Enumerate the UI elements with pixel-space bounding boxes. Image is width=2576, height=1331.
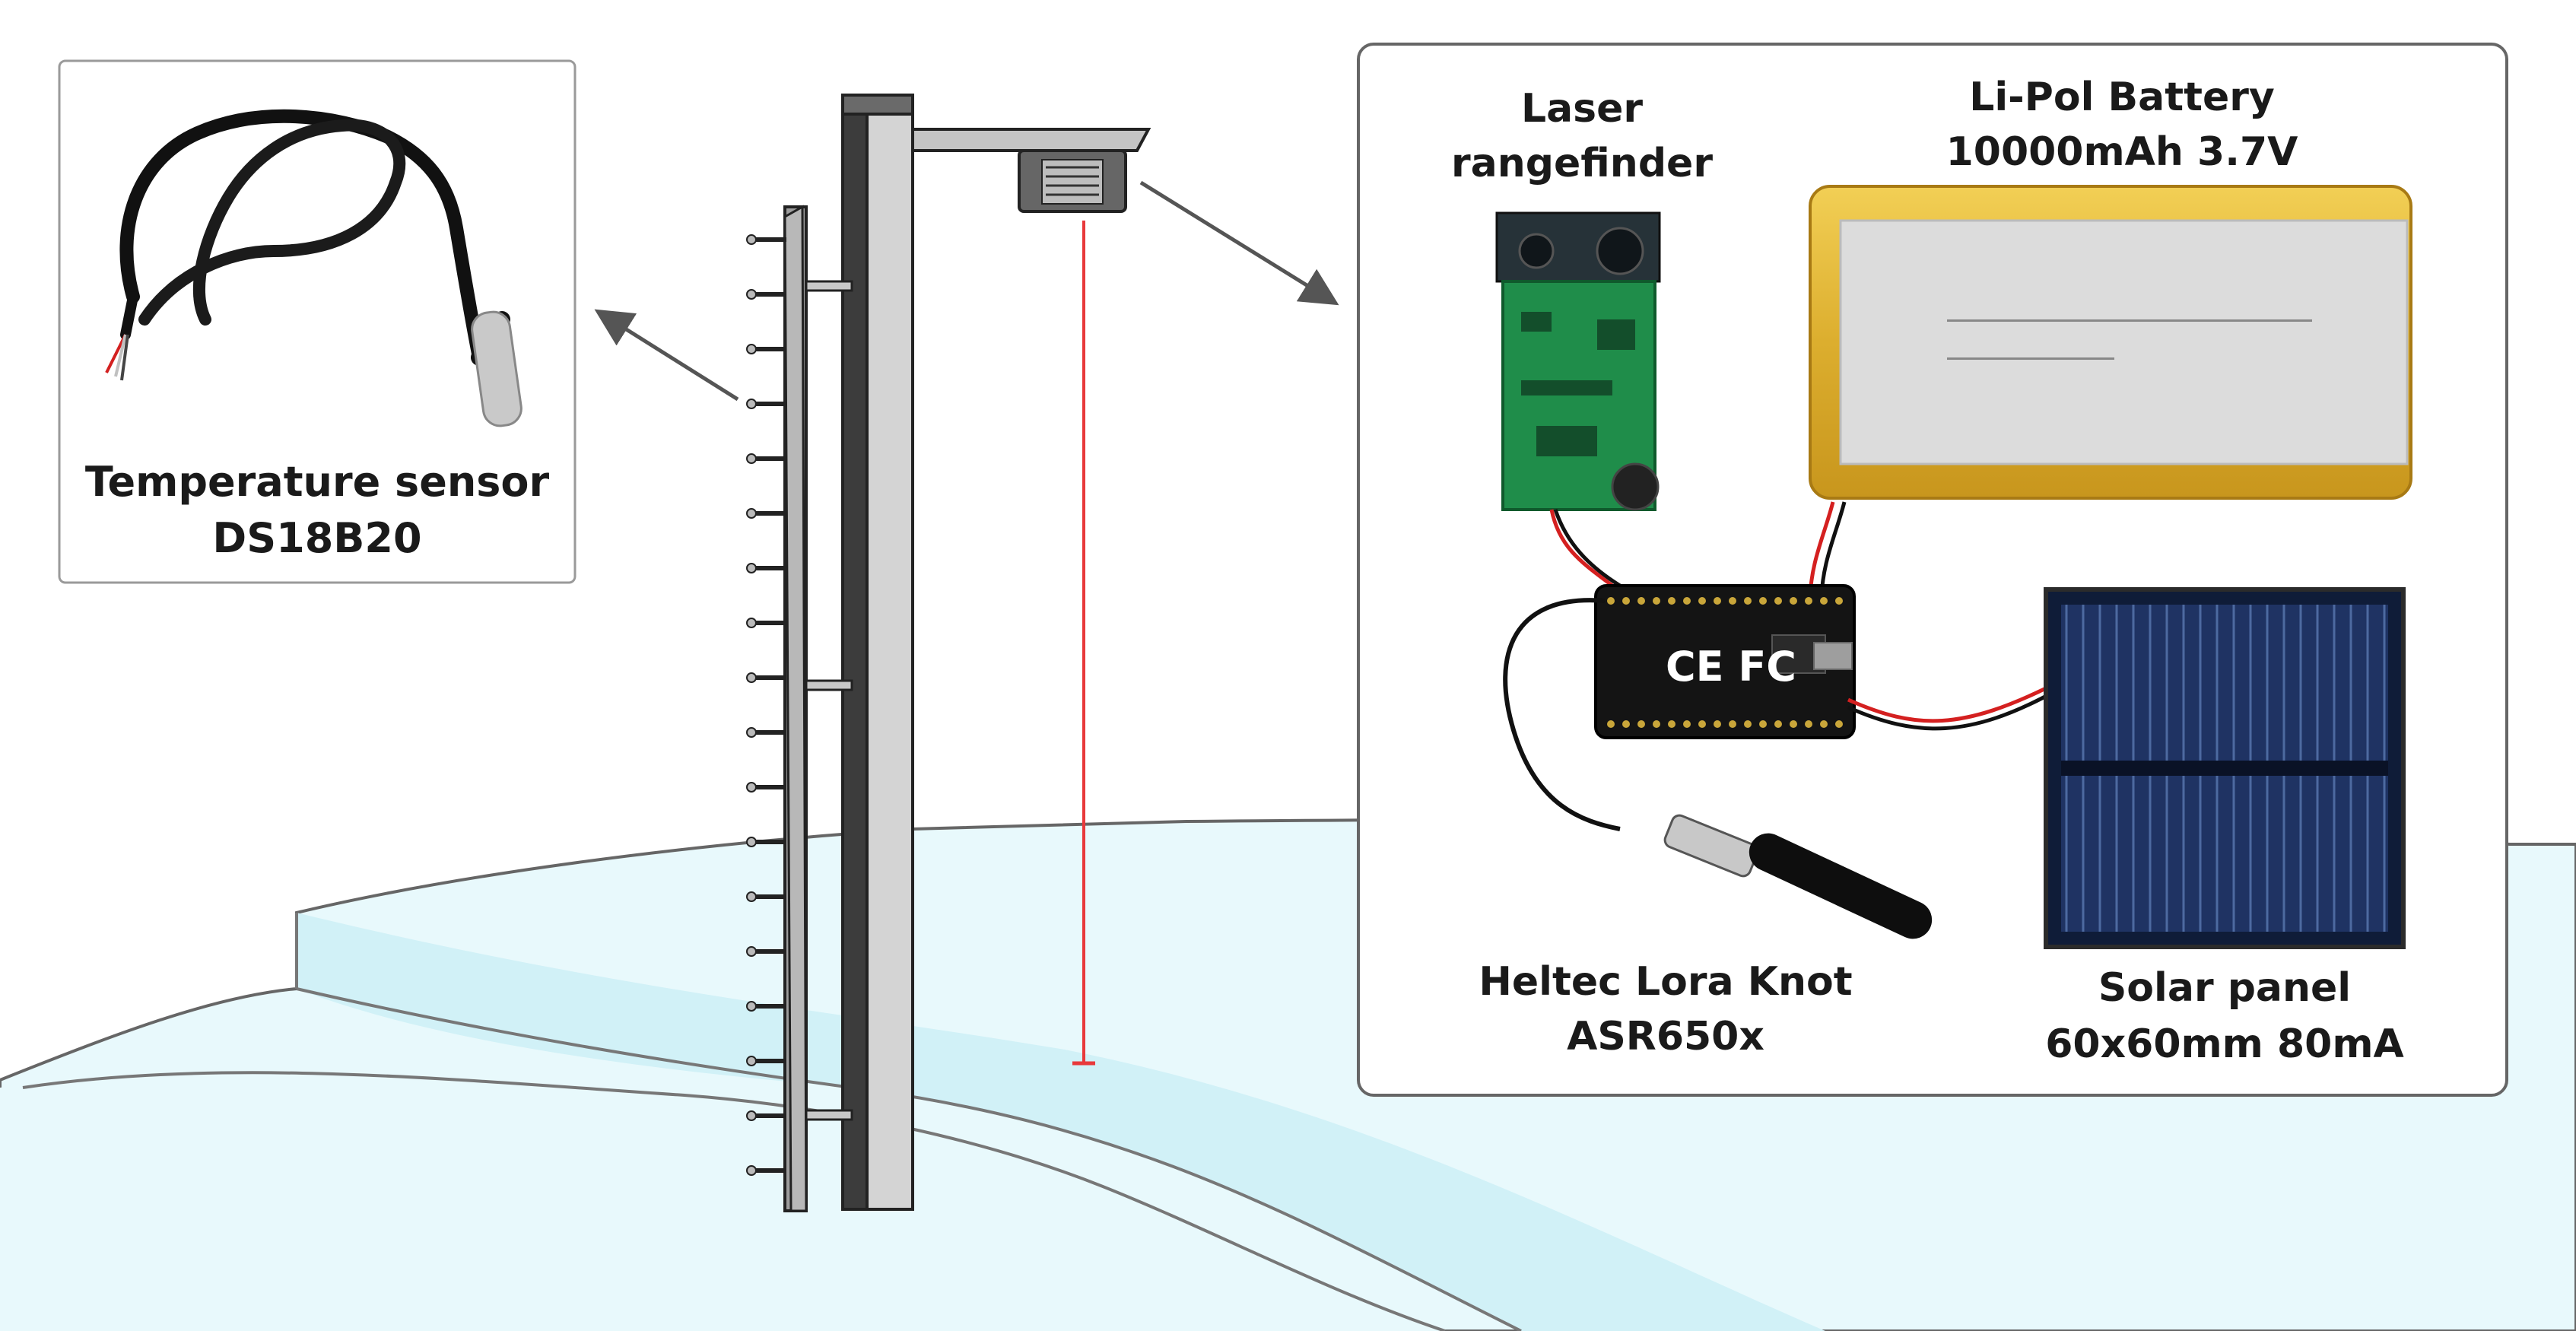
board-pin bbox=[1714, 720, 1721, 728]
board-pin bbox=[1759, 597, 1767, 605]
sensor-peg-cap bbox=[746, 727, 757, 738]
board-pin bbox=[1653, 597, 1660, 605]
board-pin bbox=[1653, 720, 1660, 728]
measurement-pole bbox=[746, 94, 1151, 1212]
arrow-to-temperature-sensor bbox=[594, 309, 739, 402]
sensor-peg-cap bbox=[746, 508, 757, 519]
board-label-line1: Heltec Lora Knot bbox=[1479, 959, 1852, 1005]
board-pin bbox=[1790, 597, 1797, 605]
temperature-sensor-panel: Temperature sensor DS18B20 bbox=[58, 59, 577, 584]
arrow-to-electronics bbox=[1139, 180, 1339, 306]
board-pin bbox=[1637, 720, 1645, 728]
board-pin bbox=[1835, 720, 1843, 728]
board-pin bbox=[1805, 720, 1812, 728]
sensor-peg-cap bbox=[746, 399, 757, 409]
board-pin bbox=[1774, 720, 1782, 728]
board-pin bbox=[1698, 720, 1706, 728]
board-silkscreen: CE FC bbox=[1666, 643, 1796, 691]
sensor-peg-cap bbox=[746, 1056, 757, 1066]
board-pin bbox=[1622, 720, 1630, 728]
temperature-sensor-model: DS18B20 bbox=[212, 514, 421, 562]
board-pin bbox=[1744, 597, 1752, 605]
temperature-probe-image bbox=[105, 109, 523, 427]
sensor-peg-cap bbox=[746, 453, 757, 464]
pole-brackets bbox=[805, 280, 853, 1121]
sensor-peg-cap bbox=[746, 618, 757, 628]
laser-rangefinder-module bbox=[1495, 211, 1661, 588]
board-pin bbox=[1835, 597, 1843, 605]
board-pin bbox=[1820, 720, 1828, 728]
board-pin bbox=[1607, 597, 1615, 605]
battery-label-line1: Li-Pol Battery bbox=[1969, 75, 2275, 120]
sensor-peg-cap bbox=[746, 1110, 757, 1121]
sensor-peg-cap bbox=[746, 837, 757, 847]
li-pol-battery bbox=[1808, 185, 2412, 602]
board-pin bbox=[1683, 720, 1691, 728]
board-pin bbox=[1790, 720, 1797, 728]
sensor-peg-cap bbox=[746, 344, 757, 354]
sensor-peg-cap bbox=[746, 1165, 757, 1176]
board-pin bbox=[1637, 597, 1645, 605]
solar-label-line1: Solar panel bbox=[2098, 965, 2351, 1011]
board-pin bbox=[1759, 720, 1767, 728]
heltec-lora-board: CE FC bbox=[1503, 584, 2055, 939]
board-pin bbox=[1668, 597, 1676, 605]
board-pin bbox=[1744, 720, 1752, 728]
electronics-panel: Laser rangefinder Li-Pol Battery 10000mA… bbox=[1357, 43, 2508, 1097]
solar-label-line2: 60x60mm 80mA bbox=[2045, 1021, 2404, 1067]
sensor-peg-cap bbox=[746, 1001, 757, 1012]
rangefinder-label-line2: rangefinder bbox=[1451, 141, 1713, 186]
temperature-sensor-pegs bbox=[746, 234, 786, 1176]
sensor-peg-cap bbox=[746, 234, 757, 245]
board-pin bbox=[1774, 597, 1782, 605]
sensor-peg-cap bbox=[746, 672, 757, 683]
board-pin bbox=[1729, 597, 1736, 605]
board-pin bbox=[1683, 597, 1691, 605]
temperature-sensor-label: Temperature sensor bbox=[85, 458, 550, 506]
board-pin bbox=[1607, 720, 1615, 728]
board-pin bbox=[1698, 597, 1706, 605]
board-pin bbox=[1729, 720, 1736, 728]
board-pin bbox=[1820, 597, 1828, 605]
battery-label-line2: 10000mAh 3.7V bbox=[1946, 129, 2298, 175]
sensor-peg-cap bbox=[746, 946, 757, 957]
board-pin bbox=[1668, 720, 1676, 728]
sensor-peg-cap bbox=[746, 289, 757, 300]
board-pin bbox=[1805, 597, 1812, 605]
sensor-peg-cap bbox=[746, 891, 757, 902]
sensor-peg-cap bbox=[746, 563, 757, 573]
board-pin bbox=[1622, 597, 1630, 605]
rangefinder-label-line1: Laser bbox=[1521, 86, 1643, 132]
solar-panel bbox=[2044, 587, 2406, 949]
board-label-line2: ASR650x bbox=[1567, 1014, 1764, 1059]
sensor-peg-cap bbox=[746, 782, 757, 793]
board-pin bbox=[1714, 597, 1721, 605]
